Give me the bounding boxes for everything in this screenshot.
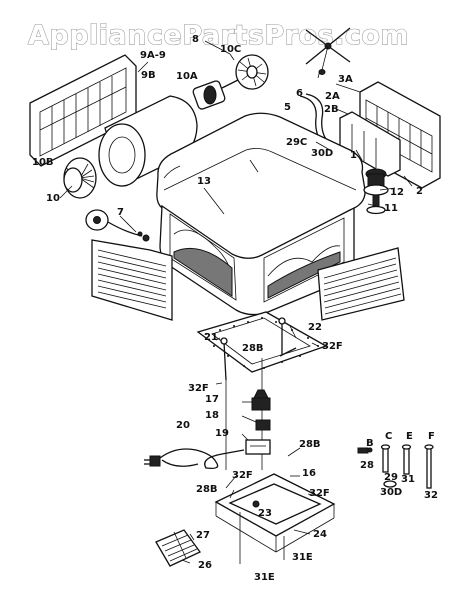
label-5: 5 <box>284 102 291 113</box>
label-f: F <box>428 431 435 442</box>
label-28b-a: 28B <box>242 343 264 354</box>
label-32f-a: 32F <box>322 341 343 352</box>
label-10: 10 <box>46 193 60 204</box>
label-28b-c: 28B <box>196 484 218 495</box>
label-26: 26 <box>198 560 212 571</box>
label-9a-9: 9A-9 <box>140 50 166 61</box>
label-3a: 3A <box>338 74 353 85</box>
switch-assembly <box>225 358 271 470</box>
part-labels: 9A-9 8 10C 3A 9B 10A 6 2A 5 2B 29C 30D 1… <box>32 34 438 583</box>
label-18: 18 <box>205 410 219 421</box>
label-29: 29 <box>384 472 398 483</box>
label-32f-c: 32F <box>232 470 253 481</box>
power-cord <box>144 448 245 470</box>
label-27: 27 <box>196 530 210 541</box>
label-31e-b: 31E <box>254 572 275 583</box>
label-29c: 29C <box>286 137 307 148</box>
label-16: 16 <box>302 468 316 479</box>
label-30d-bottom: 30D <box>380 487 402 498</box>
label-32f-d: 32F <box>309 488 330 499</box>
screws-28b <box>220 317 297 381</box>
label-6: 6 <box>296 88 303 99</box>
water-distributor <box>305 27 351 75</box>
fan-motor <box>192 79 239 110</box>
leader-lines <box>59 40 413 564</box>
label-b: B <box>366 438 374 449</box>
small-wheel <box>235 54 269 90</box>
watermark-text: AppliancePartsPros.com <box>28 20 409 51</box>
label-10b: 10B <box>32 157 54 168</box>
label-13: 13 <box>197 176 211 187</box>
base-gasket <box>196 311 328 373</box>
hardware-parts <box>357 444 434 489</box>
label-28b-b: 28B <box>299 439 321 450</box>
label-31: 31 <box>401 474 415 485</box>
label-2b: 2B <box>324 104 339 115</box>
label-2: 2 <box>416 186 423 197</box>
base-pan <box>214 473 336 564</box>
label-10a: 10A <box>176 71 198 82</box>
bottom-filter <box>155 529 201 567</box>
label-32f-b: 32F <box>188 383 209 394</box>
label-12: 12 <box>390 187 404 198</box>
label-10c: 10C <box>220 44 241 55</box>
blower-wheel <box>63 157 97 199</box>
label-7: 7 <box>117 207 124 218</box>
label-32: 32 <box>424 490 438 501</box>
label-17: 17 <box>205 394 219 405</box>
label-23: 23 <box>258 508 272 519</box>
label-2a: 2A <box>325 91 340 102</box>
label-31e-a: 31E <box>292 552 313 563</box>
label-c: C <box>385 431 392 442</box>
label-24: 24 <box>313 529 327 540</box>
label-20: 20 <box>176 420 190 431</box>
label-28: 28 <box>360 460 374 471</box>
label-8: 8 <box>192 34 199 45</box>
label-11: 11 <box>384 203 398 214</box>
label-22: 22 <box>308 322 322 333</box>
label-21: 21 <box>204 332 218 343</box>
main-cabinet <box>156 112 366 316</box>
float-valve <box>363 168 389 215</box>
label-1: 1 <box>350 150 357 161</box>
left-side-grille <box>29 54 137 167</box>
label-30d-top: 30D <box>311 148 333 159</box>
water-pump <box>85 209 150 242</box>
label-e: E <box>406 431 413 442</box>
blower-housing <box>98 95 198 187</box>
front-louver-panel <box>91 239 173 321</box>
label-19: 19 <box>215 428 229 439</box>
label-9b: 9B <box>141 70 156 81</box>
side-louver-panel <box>317 247 405 321</box>
